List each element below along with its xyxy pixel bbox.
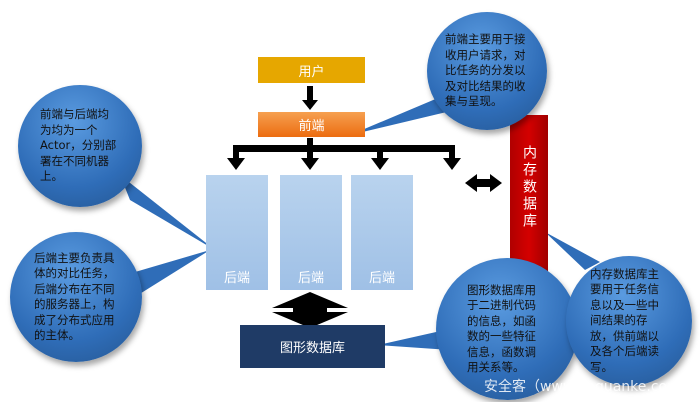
callout-tail-frontend — [350, 95, 455, 135]
double-arrow-graphdb — [272, 292, 348, 328]
callout-frontend: 前端主要用于接收用户请求，对比任务的分发以及对比结果的收集与呈现。 — [427, 12, 547, 130]
memdb-label: 内存数据库 — [521, 145, 537, 230]
backend-label: 后端 — [368, 271, 395, 286]
backend-node: 后端 — [206, 175, 268, 290]
graphdb-node: 图形数据库 — [240, 325, 385, 368]
callout-actor: 前端与后端均为均为一个Actor，分别部署在不同机器上。 — [18, 85, 142, 207]
callout-tail-backend — [125, 250, 210, 300]
callout-text: 内存数据库主要用于任务信息以及一些中间结果的存放，供前端以及各个后端读写。 — [590, 266, 659, 374]
backend-label: 后端 — [223, 271, 250, 286]
double-arrow-memdb — [465, 174, 502, 192]
callout-memdb: 内存数据库主要用于任务信息以及一些中间结果的存放，供前端以及各个后端读写。 — [566, 256, 692, 386]
user-label: 用户 — [298, 64, 325, 80]
callout-tail-memdb — [545, 232, 600, 270]
callout-text: 前端与后端均为均为一个Actor，分别部署在不同机器上。 — [40, 107, 117, 184]
arrows — [227, 86, 502, 328]
user-node: 用户 — [258, 57, 365, 83]
watermark: 安全客（www.anquanke.com） — [484, 379, 695, 395]
backend-node: 后端 — [280, 175, 342, 290]
callout-tail-actor — [120, 175, 215, 250]
frontend-node: 前端 — [258, 112, 365, 137]
frontend-label: 前端 — [298, 119, 325, 134]
callout-text: 后端主要负责具体的对比任务，后端分布在不同的服务器上，构成了分布式应用的主体。 — [34, 250, 115, 343]
callout-text: 图形数据库用于二进制代码的信息，如函数的一些特征信息，函数调用关系等。 — [467, 282, 536, 375]
backend-node: 后端 — [351, 175, 413, 290]
callout-text: 前端主要用于接收用户请求，对比任务的分发以及对比结果的收集与呈现。 — [445, 32, 526, 109]
callout-graphdb: 图形数据库用于二进制代码的信息，如函数的一些特征信息，函数调用关系等。 — [436, 258, 578, 400]
callout-backend: 后端主要负责具体的对比任务，后端分布在不同的服务器上，构成了分布式应用的主体。 — [10, 232, 142, 362]
backend-label: 后端 — [297, 271, 324, 286]
graphdb-label: 图形数据库 — [279, 341, 345, 356]
callout-tail-graphdb — [378, 330, 450, 350]
